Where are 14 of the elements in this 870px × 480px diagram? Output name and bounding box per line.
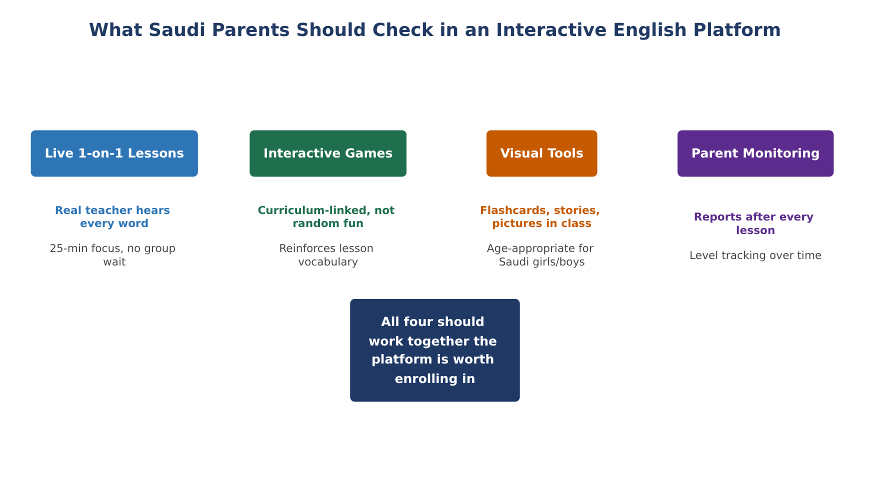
feature-box: Parent Monitoring xyxy=(678,130,834,177)
description-text: Reinforces lesson vocabulary xyxy=(278,242,375,270)
highlight-text: Reports after every lesson xyxy=(692,211,815,239)
highlight-text: Curriculum-linked, not random fun xyxy=(257,204,396,232)
feature-box: Visual Tools xyxy=(486,130,598,177)
title: What Saudi Parents Should Check in an Interactive English Platform xyxy=(88,19,782,43)
description-text: Age-appropriate for Saudi girls/boys xyxy=(486,242,594,270)
description-text: Level tracking over time xyxy=(690,250,822,264)
feature-box: Interactive Games xyxy=(250,130,406,177)
feature-box: Live 1-on-1 Lessons xyxy=(30,130,198,177)
summary-box: All four should work together the platform is worth enrolling in xyxy=(350,298,520,402)
highlight-text: Flashcards, stories, pictures in class xyxy=(478,204,601,232)
highlight-text: Real teacher hears every word xyxy=(54,204,172,232)
description-text: 25-min focus, no group wait xyxy=(48,242,177,270)
